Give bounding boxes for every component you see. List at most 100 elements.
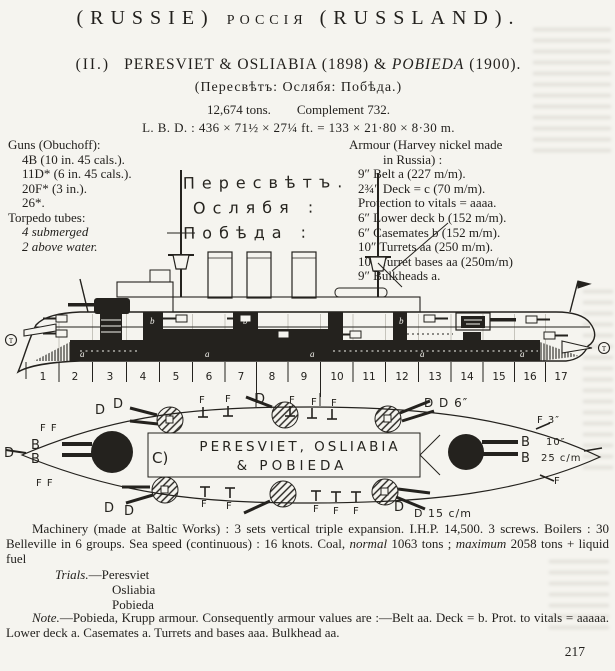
- armour-item: 6″ Casemates b (152 m/m).: [358, 224, 501, 240]
- station-number: 3: [107, 371, 114, 383]
- note-text: —Pobieda, Krupp armour. Consequently arm…: [6, 610, 609, 640]
- trials-block: Trials.—Peresviet Osliabia Pobieda: [55, 567, 155, 612]
- plan-gun-label: D: [4, 446, 15, 461]
- station-number: 14: [460, 371, 474, 383]
- aft-barbette: [463, 332, 481, 344]
- stern-torpedo-tube: [561, 340, 593, 354]
- fore-barbette: [100, 314, 122, 340]
- armour-item: Protection to vitals = aaaa.: [358, 195, 497, 211]
- armour-letter: a: [420, 349, 425, 359]
- fore-barrels: [62, 453, 92, 457]
- torpedo-heading: Torpedo tubes:: [8, 209, 86, 225]
- plan-c-mark: C): [152, 449, 168, 467]
- station-number: 8: [269, 371, 276, 383]
- casemate-barrels: [122, 395, 435, 515]
- torpedo-tubes: [4, 323, 611, 355]
- plan-gun-label: D D 6″: [424, 396, 468, 410]
- gun-item: 4B (10 in. 45 cals.).: [22, 151, 125, 167]
- plan-casemates: [151, 401, 402, 508]
- station-number: 16: [523, 371, 537, 383]
- title-german: (RUSSLAND).: [319, 7, 521, 29]
- plan-turrets: [62, 431, 518, 473]
- ship-deck-plan-drawing: PERESVIET, OSLIABIA & POBIEDA C) DF FBBF…: [4, 393, 603, 520]
- aft-barrels: [482, 440, 518, 444]
- plan-gun-label: F: [225, 394, 232, 405]
- trials-ship: Pobieda: [112, 597, 154, 612]
- trials-ship: Peresviet: [101, 567, 150, 582]
- note-paragraph: Note.—Pobieda, Krupp armour. Consequentl…: [6, 610, 609, 640]
- fore-turret-plan: [91, 431, 133, 473]
- leader-line: [391, 222, 449, 272]
- main-belt: [70, 340, 540, 361]
- foremast: [167, 170, 195, 297]
- station-number: 13: [428, 371, 441, 383]
- armour-letter: b: [150, 316, 155, 326]
- class-ships: PERESVIET & OSLIABIA (1898) &: [124, 56, 392, 73]
- casemate-block: [393, 312, 407, 340]
- plan-gun-label: 10″: [546, 437, 565, 448]
- machinery-text: 1063 tons ;: [387, 536, 456, 551]
- displacement-line: 12,674 tons. Complement 732.: [0, 102, 597, 118]
- class-heading: (II.)PERESVIET & OSLIABIA (1898) & POBIE…: [0, 56, 597, 74]
- hull-profile: [16, 170, 596, 374]
- trials-dash: —: [88, 567, 102, 582]
- plan-gun-label: D: [255, 393, 266, 407]
- plan-gun-label: B: [521, 451, 531, 466]
- title-cyrillic: РОССІЯ: [226, 13, 308, 28]
- fore-fighting-top: [172, 254, 190, 270]
- plan-gun-label: B: [31, 438, 41, 453]
- station-number: 15: [492, 371, 505, 383]
- plan-gun-label: F 3″: [537, 415, 560, 426]
- plan-gun-label: B: [31, 452, 41, 467]
- stern-belt-taper: [540, 342, 579, 361]
- gun-item: 20F* (3 in.).: [22, 180, 87, 196]
- armour-letter: a: [520, 349, 525, 359]
- plan-gun-label: D: [104, 501, 115, 516]
- funnels: [207, 251, 317, 299]
- armour-letter: a: [205, 349, 210, 359]
- funnel-3: [291, 251, 317, 299]
- guns-list: Guns (Obuchoff): 4B (10 in. 45 cals.). 1…: [8, 137, 188, 254]
- trials-ship: Osliabia: [112, 582, 156, 597]
- plan-gun-label: F: [199, 395, 206, 406]
- aft-barrels: [482, 452, 518, 456]
- station-number: 10: [330, 371, 343, 383]
- guns-heading: Guns (Obuchoff):: [8, 137, 101, 152]
- armour-item: 2¾″ Deck = c (70 m/m).: [358, 180, 486, 196]
- ship-boat: [334, 287, 388, 298]
- aft-gun-barrel: [490, 318, 516, 322]
- funnel-1: [207, 251, 233, 299]
- station-number: 1: [40, 371, 47, 383]
- plan-center-names: PERESVIET, OSLIABIA & POBIEDA C): [152, 439, 400, 474]
- stern-flag: [577, 280, 592, 289]
- fore-barrels: [62, 442, 92, 446]
- tonnage: 12,674 tons.: [206, 102, 271, 117]
- gaff: [377, 262, 403, 288]
- station-number: 2: [72, 371, 79, 383]
- station-number: 4: [140, 371, 147, 383]
- plan-chevron: [419, 434, 441, 476]
- bow-torpedo-tube: [23, 323, 57, 337]
- station-number: 9: [301, 371, 308, 383]
- armour-item: 9″ Belt a (227 m/m).: [358, 166, 466, 182]
- torpedo-item: 2 above water.: [22, 238, 98, 254]
- plan-ship-names-line1: PERESVIET, OSLIABIA: [199, 439, 400, 455]
- armour-letter: a: [310, 349, 315, 359]
- complement: Complement 732.: [296, 102, 391, 117]
- station-number: 7: [238, 371, 245, 383]
- bow-tube-marker-circle: [4, 333, 18, 347]
- page-number: 217: [564, 644, 585, 659]
- plan-gun-label: F: [554, 476, 561, 487]
- armour-letter: b: [243, 316, 248, 326]
- jackstaff: [79, 278, 89, 313]
- plan-gun-label: F: [289, 395, 296, 406]
- station-number: 5: [173, 371, 180, 383]
- machinery-paragraph: Machinery (made at Baltic Works) : 3 set…: [6, 521, 609, 566]
- plan-gun-label: F: [333, 506, 340, 517]
- plan-gun-label: B: [521, 435, 531, 450]
- mainmast: [365, 173, 449, 297]
- dimensions-line: L. B. D. : 436 × 71½ × 27¼ ft. = 133 × 2…: [142, 120, 455, 135]
